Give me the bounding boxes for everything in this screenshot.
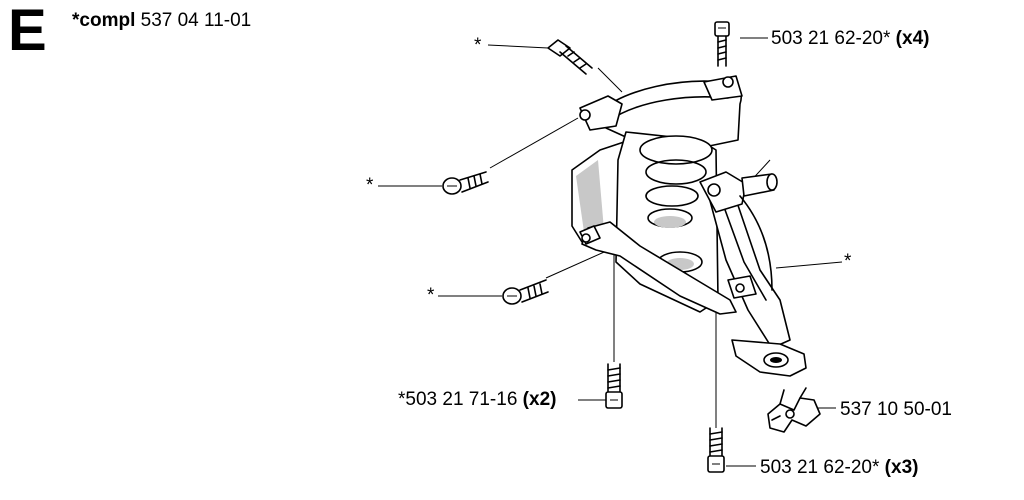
left-screw-number: *503 21 71-16: [398, 389, 518, 410]
top-screw-number: 503 21 62-20*: [771, 28, 891, 49]
assembly-header: *compl 537 04 11-01: [72, 10, 251, 32]
left-screw-qty: (x2): [522, 389, 557, 410]
star-label-mid-left: *: [366, 175, 374, 196]
clip-part: [767, 387, 821, 433]
clip-number: 537 10 50-01: [840, 399, 952, 420]
top-screw-qty: (x4): [895, 28, 930, 49]
star-label-lower-left: *: [427, 285, 435, 306]
leader-lines: [378, 37, 843, 467]
screw-upper-left: [547, 39, 593, 75]
callout-bottom-screw: 503 21 62-20* (x3): [760, 458, 918, 477]
callout-left-screw: *503 21 71-16 (x2): [398, 390, 556, 409]
bottom-screw-number: 503 21 62-20*: [760, 457, 880, 478]
crankcase-housing: [571, 75, 807, 377]
compl-number: 537 04 11-01: [140, 10, 252, 31]
screw-top-right: [714, 21, 730, 67]
screw-mid-left: [442, 171, 489, 195]
bottom-screw-qty: (x3): [884, 457, 919, 478]
screw-x3: [707, 427, 725, 473]
star-label-upper-left: *: [474, 35, 482, 56]
compl-prefix: *compl: [72, 10, 136, 31]
callout-clip: 537 10 50-01: [840, 400, 952, 419]
screw-lower-left: [502, 279, 549, 305]
star-label-right: *: [844, 251, 852, 272]
section-letter: E: [8, 0, 47, 63]
callout-top-screw: 503 21 62-20* (x4): [771, 29, 929, 48]
screw-x2: [605, 363, 623, 409]
